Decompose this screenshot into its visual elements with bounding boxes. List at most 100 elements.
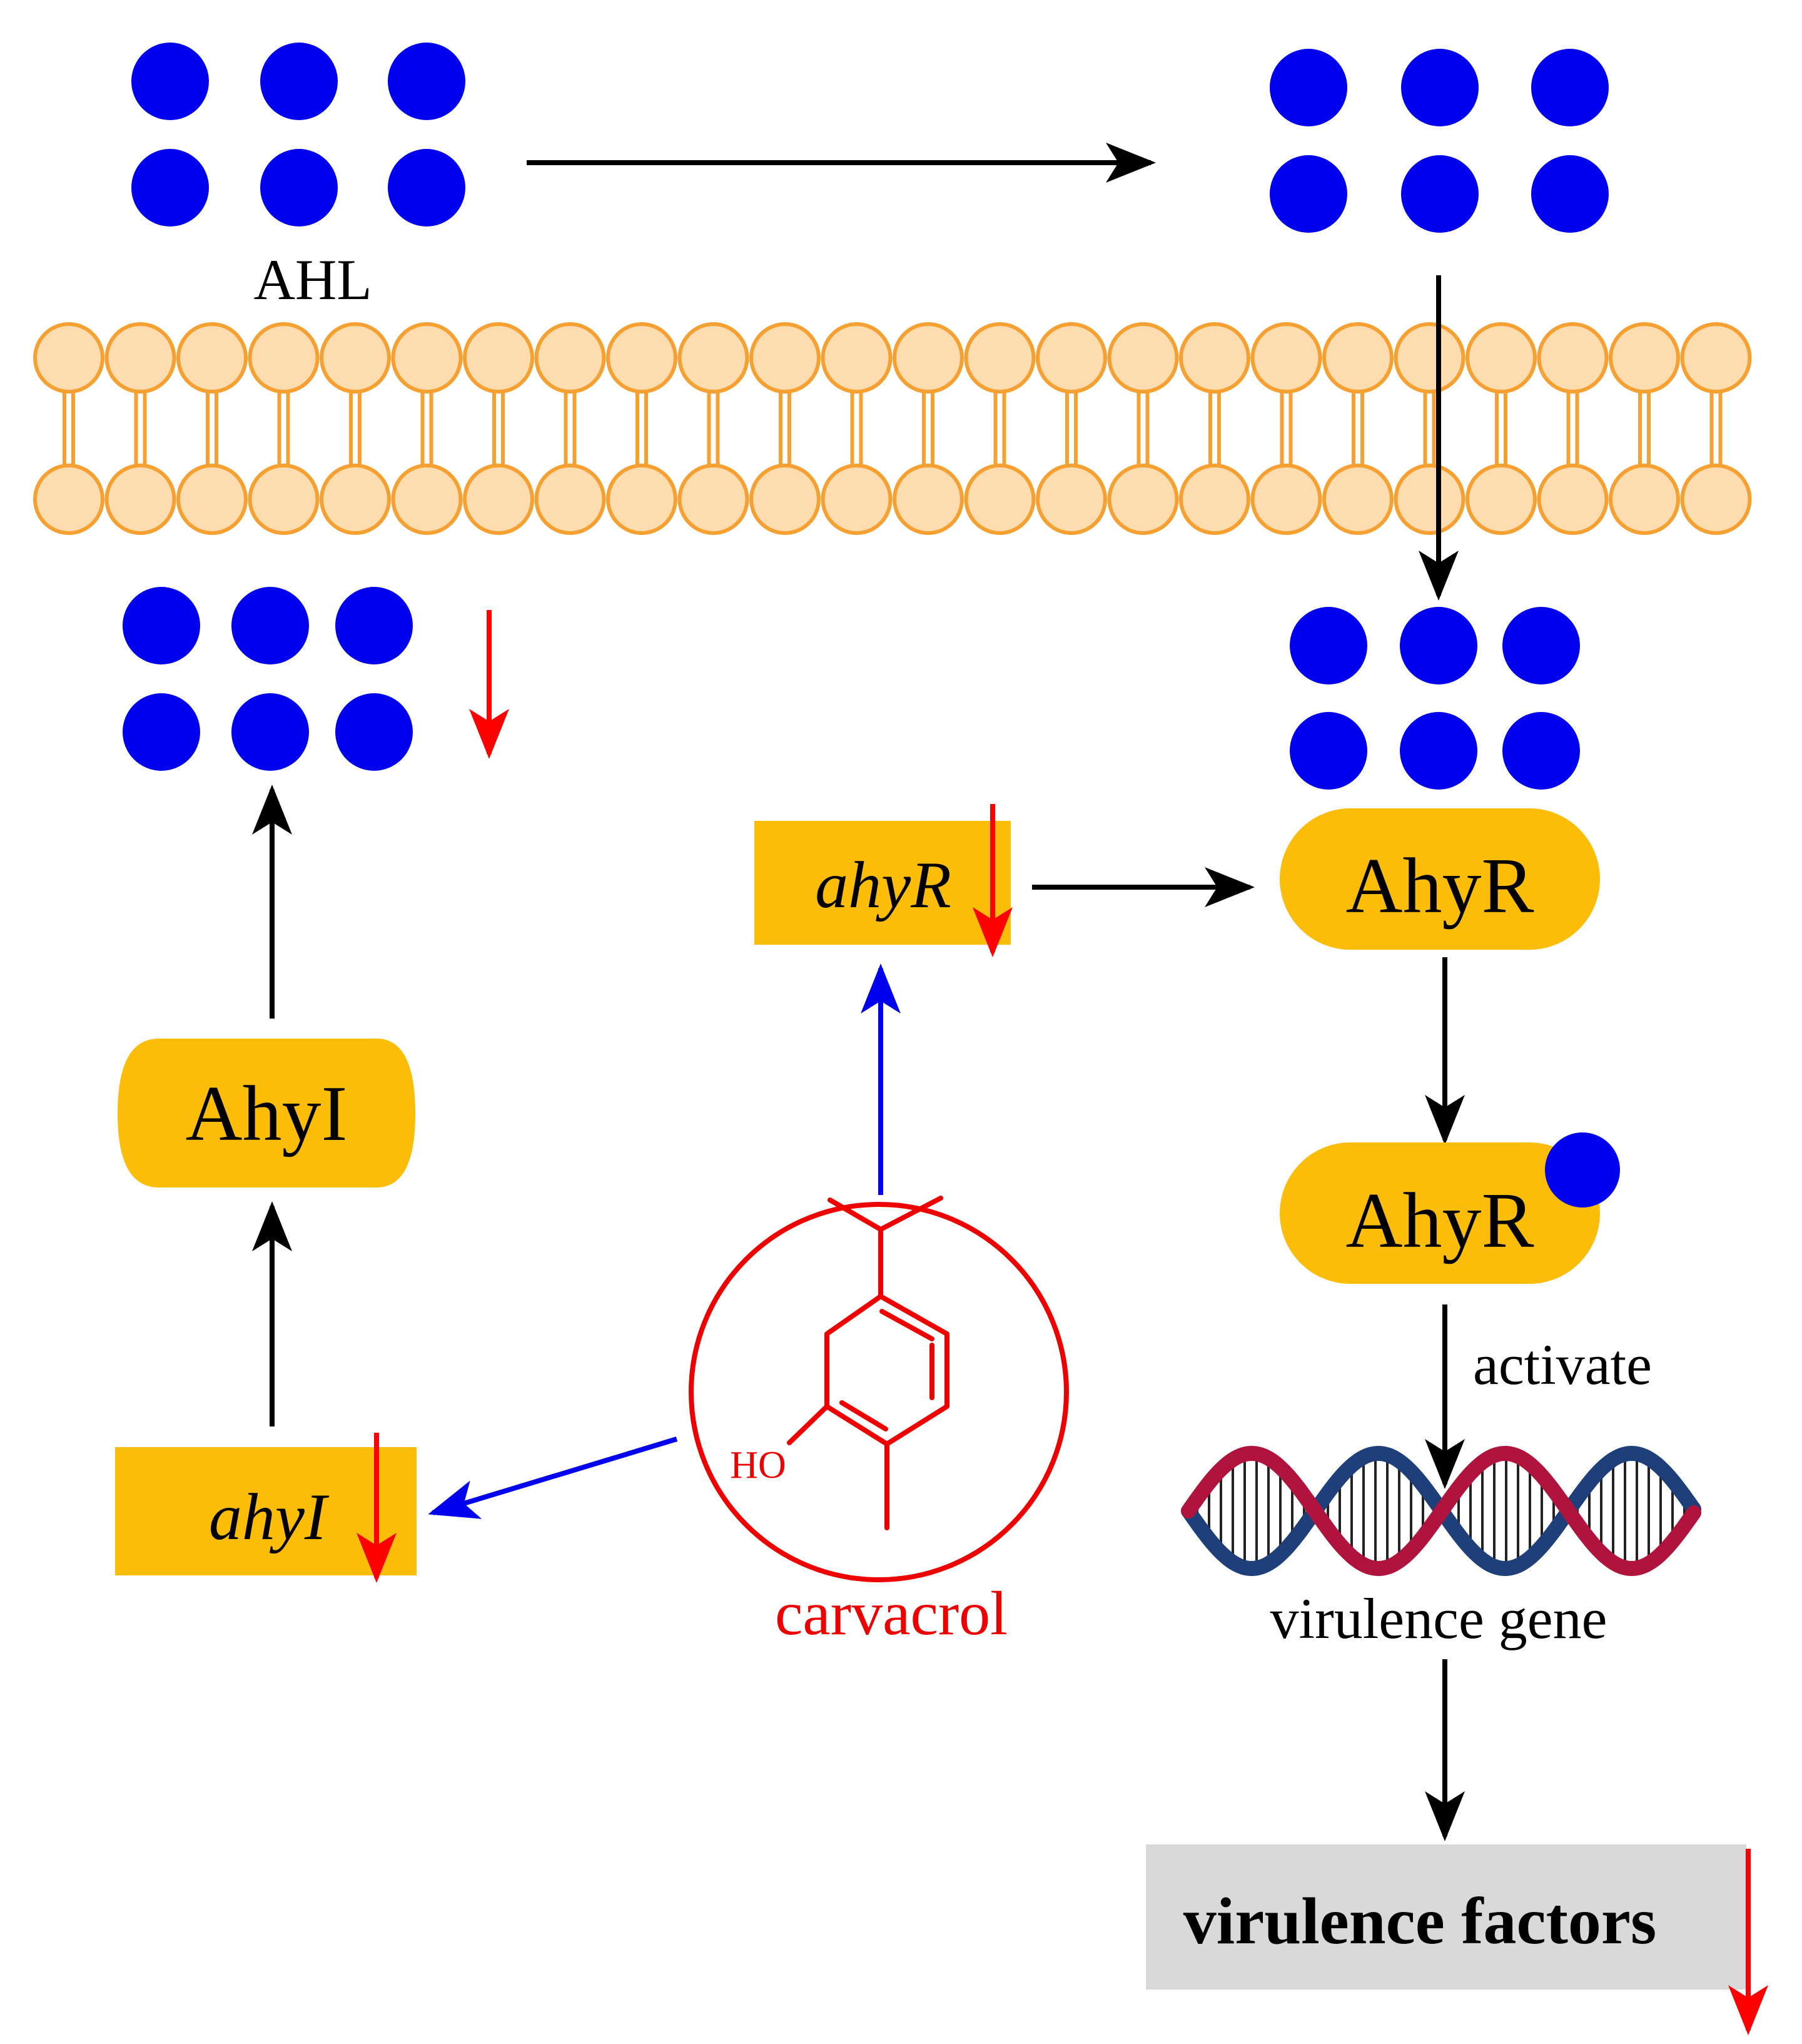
- ahl-dot: [260, 43, 338, 120]
- lipid-tails: [420, 392, 433, 465]
- lipid-head: [1394, 322, 1465, 394]
- lipid-tails: [1709, 392, 1723, 465]
- lipid-head: [248, 464, 320, 535]
- lipid-head: [821, 322, 893, 394]
- ahyi-protein: AhyI: [118, 1039, 415, 1187]
- carvacrol-structure-icon: [787, 1196, 949, 1530]
- lipid-head: [1107, 464, 1179, 535]
- carvacrol-label: carvacrol: [775, 1579, 1008, 1648]
- ahl-cluster-inside-left: [123, 587, 413, 771]
- ahl-dot: [1290, 712, 1367, 790]
- ahl-dot: [131, 43, 209, 120]
- lipid-head: [33, 464, 104, 535]
- lipid-head: [104, 322, 176, 394]
- ahl-dot: [1531, 155, 1609, 233]
- lipid-head: [391, 322, 463, 394]
- lipid-tails: [1065, 392, 1078, 465]
- ahl-dot: [1502, 712, 1580, 790]
- lipid-head: [1250, 464, 1322, 535]
- lipid-head: [1465, 464, 1537, 535]
- lipid-tails: [564, 392, 577, 465]
- lipid-head: [1250, 322, 1322, 394]
- lipid-head: [534, 464, 606, 535]
- ahl-dot: [231, 693, 309, 771]
- lipid-head: [1107, 322, 1179, 394]
- ahl-dot: [1401, 155, 1479, 233]
- lipid-head: [176, 464, 248, 535]
- lipid-head: [1394, 464, 1465, 535]
- ahl-dot: [388, 43, 465, 120]
- lipid-tails: [1136, 392, 1150, 465]
- dna-strand-red: [1181, 1445, 1701, 1577]
- lipid-head: [1322, 322, 1394, 394]
- lipid-head: [1465, 322, 1537, 394]
- ahl-dot: [1270, 49, 1347, 126]
- lipid-tails: [206, 392, 218, 465]
- lipid-head: [33, 322, 104, 394]
- ahl-dot: [1502, 607, 1580, 684]
- lipid-head: [534, 322, 606, 394]
- lipid-tails: [1566, 392, 1579, 465]
- bound-ahl-dot: [1545, 1132, 1620, 1208]
- ahl-dot: [1270, 155, 1347, 233]
- lipid-tails: [1638, 392, 1651, 465]
- lipid-head: [1680, 322, 1752, 394]
- lipid-tails: [349, 392, 362, 465]
- lipid-head: [320, 464, 391, 535]
- lipid-tails: [1495, 392, 1507, 465]
- lipid-head: [320, 322, 391, 394]
- ahl-dot: [335, 587, 413, 664]
- lipid-head: [1179, 464, 1250, 535]
- ahl-dot: [1290, 607, 1367, 684]
- lipid-tails: [850, 392, 863, 465]
- carvacrol-to-ahyi-arrow: [428, 1436, 678, 1519]
- carvacrol-circle: [689, 1202, 1069, 1582]
- virulence-gene-label: virulence gene: [1270, 1587, 1607, 1650]
- ahyr-bound-protein-label: AhyR: [1345, 1177, 1534, 1264]
- lipid-tails: [1208, 392, 1221, 465]
- lipid-head: [1609, 464, 1680, 535]
- lipid-head: [1179, 322, 1250, 394]
- lipid-head: [606, 464, 677, 535]
- ahl-dot: [1400, 607, 1477, 684]
- lipid-head: [391, 464, 463, 535]
- ahl-label: AHL: [253, 248, 372, 312]
- lipid-head: [749, 322, 821, 394]
- lipid-head: [1036, 322, 1107, 394]
- lipid-head: [749, 464, 821, 535]
- lipid-tails: [993, 392, 1006, 465]
- lipid-head: [677, 322, 749, 394]
- lipid-head: [1537, 464, 1609, 535]
- lipid-head: [606, 322, 677, 394]
- ahl-dot: [123, 693, 200, 771]
- lipid-head: [893, 464, 964, 535]
- lipid-head: [463, 322, 534, 394]
- lipid-tails: [492, 392, 505, 465]
- lipid-head: [248, 322, 320, 394]
- ahyr-ahl-complex: AhyR: [1280, 1132, 1620, 1284]
- ahyi-gene: ahyI: [115, 1447, 417, 1575]
- ahyr-gene-label: ahyR: [815, 848, 951, 922]
- lipid-tails: [1280, 392, 1293, 465]
- lipid-tails: [134, 392, 147, 465]
- dna-helix-icon: [1181, 1445, 1701, 1577]
- lipid-tails: [1423, 392, 1436, 465]
- lipid-head: [176, 322, 248, 394]
- lipid-head: [1322, 464, 1394, 535]
- ahyi-gene-label: ahyI: [209, 1480, 330, 1553]
- lipid-head: [964, 464, 1036, 535]
- ahyr-gene: ahyR: [754, 821, 1011, 945]
- lipid-head: [677, 464, 749, 535]
- ahl-dot: [131, 149, 209, 226]
- activate-label: activate: [1473, 1333, 1652, 1396]
- ahl-cluster-inside-right: [1290, 607, 1580, 790]
- lipid-tails: [779, 392, 791, 465]
- lipid-head: [1036, 464, 1107, 535]
- ahl-dot: [231, 587, 309, 664]
- ahl-dot: [1401, 49, 1479, 126]
- virulence-factors-box: virulence factors: [1146, 1844, 1746, 1990]
- lipid-tails: [922, 392, 934, 465]
- lipid-head: [964, 322, 1036, 394]
